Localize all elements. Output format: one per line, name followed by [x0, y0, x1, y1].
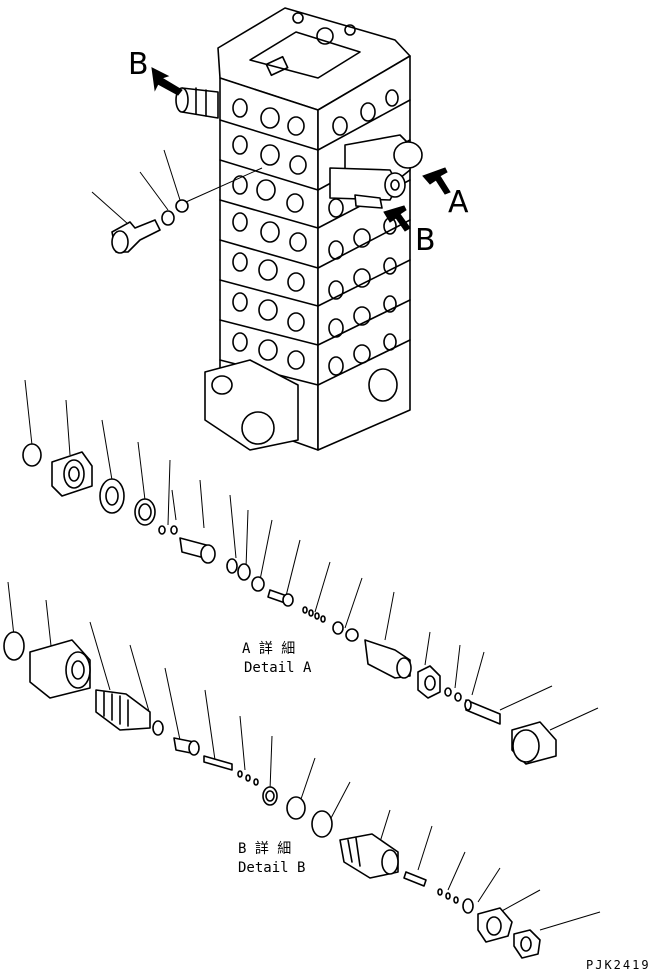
- drawing-code: PJK2419: [586, 958, 651, 972]
- detail-b-title-en: Detail B: [238, 860, 305, 876]
- detail-b-parts: [3, 581, 601, 959]
- detail-a-parts: [22, 379, 599, 765]
- view-label-a: A: [448, 185, 469, 220]
- detail-b-title-jp: B 詳 細: [238, 841, 291, 857]
- view-arrow-a: [422, 167, 451, 195]
- view-label-b-top: B: [128, 47, 149, 82]
- view-label-b-right: B: [415, 223, 436, 258]
- view-arrow-b-top: [151, 67, 183, 96]
- detail-a-title-jp: A 詳 細: [242, 641, 295, 657]
- control-valve-body: [175, 7, 423, 451]
- detail-a-title-en: Detail A: [244, 660, 312, 676]
- view-arrow-b-right: [383, 205, 411, 232]
- side-plug-group: [91, 149, 263, 254]
